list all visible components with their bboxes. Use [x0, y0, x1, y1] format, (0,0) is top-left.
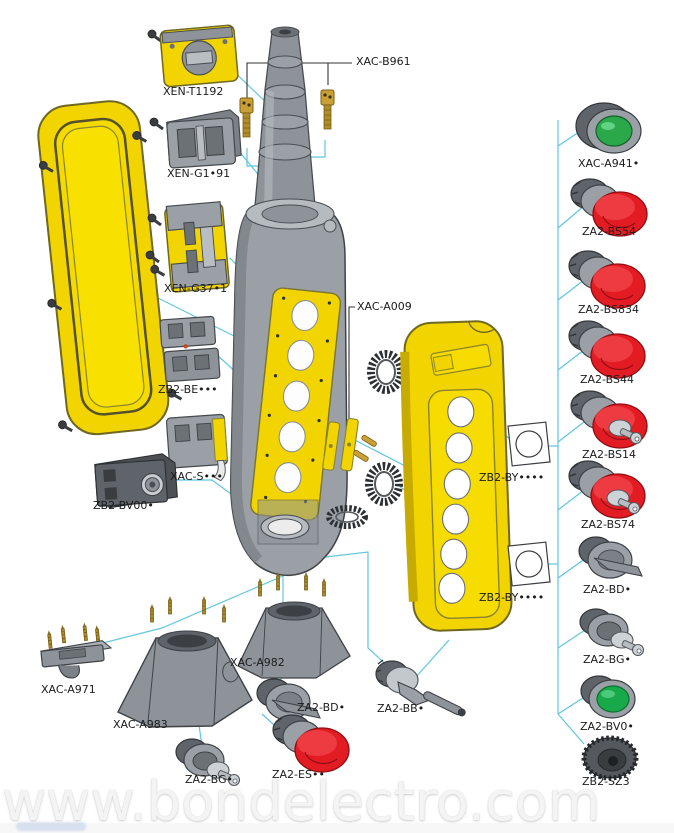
part-label-za2-bs14: ZA2-BS14	[582, 448, 636, 461]
part-label-zb2-by-bottom: ZB2-BY••••	[479, 591, 545, 604]
part-zb2-sz3	[581, 735, 639, 781]
part-zb2-be	[159, 315, 221, 383]
part-rear-cover	[37, 100, 183, 436]
part-xac-a982	[237, 571, 351, 679]
part-xac-a009-bars	[322, 417, 377, 472]
part-knurled-ring-mid	[365, 462, 403, 506]
part-label-za2-bg-right: ZA2-BG•	[583, 653, 632, 666]
part-label-xac-a982: XAC-A982	[230, 656, 285, 669]
part-label-za2-bg-bottom: ZA2-BG•	[185, 773, 234, 786]
part-label-za2-bd-bottom: ZA2-BD•	[297, 701, 346, 714]
part-label-xac-s: XAC-S•••	[170, 470, 223, 483]
part-za2-es	[272, 714, 350, 773]
part-label-xen-t1192: XEN-T1192	[163, 85, 224, 98]
part-label-xac-a971: XAC-A971	[41, 683, 96, 696]
part-label-za2-bd-right: ZA2-BD•	[583, 583, 632, 596]
part-za2-bs44	[568, 320, 646, 379]
part-xac-a971	[39, 621, 113, 679]
part-label-xac-a983: XAC-A983	[113, 718, 168, 731]
part-label-zb2-sz3: ZB2-SZ3	[582, 775, 630, 788]
part-front-cover	[400, 320, 513, 632]
callout-lines	[246, 62, 355, 420]
part-xen-g191	[148, 109, 242, 169]
part-legend-plate-bottom	[507, 541, 551, 587]
part-legend-plate-top	[507, 421, 551, 467]
part-label-za2-bs54: ZA2-BS54	[582, 225, 636, 238]
part-label-xac-a009: XAC-A009	[357, 300, 412, 313]
part-knurled-ring-top	[367, 350, 405, 394]
part-label-za2-bs834: ZA2-BS834	[578, 303, 639, 316]
part-xac-a983	[117, 595, 253, 728]
part-xac-a941	[575, 102, 642, 154]
part-zb2-bv00	[94, 453, 178, 509]
part-label-za2-bs44: ZA2-BS44	[580, 373, 634, 386]
part-pendant-body	[229, 26, 348, 576]
part-label-xen-g371: XEN-G37•1	[164, 282, 228, 295]
part-xen-t1192	[146, 24, 239, 88]
blue-smudge	[16, 822, 86, 831]
part-label-xac-b961: XAC-B961	[356, 55, 411, 68]
part-label-xac-a941: XAC-A941•	[578, 157, 640, 170]
part-label-zb2-be: ZB2-BE•••	[158, 383, 218, 396]
part-label-za2-es: ZA2-ES••	[272, 768, 325, 781]
bottom-strip	[0, 823, 674, 833]
part-za2-bv0	[580, 675, 636, 719]
part-za2-bs74	[568, 460, 646, 519]
part-label-zb2-by-top: ZB2-BY••••	[479, 471, 545, 484]
part-label-za2-bb: ZA2-BB•	[377, 702, 425, 715]
part-label-za2-bs74: ZA2-BS74	[581, 518, 635, 531]
part-label-za2-bv0: ZA2-BV0•	[580, 720, 634, 733]
part-za2-bb	[375, 659, 466, 717]
part-za2-bs14	[570, 390, 648, 449]
part-za2-bg-right	[580, 609, 644, 656]
part-label-xen-g191: XEN-G1•91	[167, 167, 231, 180]
part-xac-s	[165, 413, 228, 482]
part-za2-bd-right	[578, 536, 643, 579]
part-knurled-ring-flat	[326, 505, 368, 529]
part-za2-bs834	[568, 250, 646, 309]
part-label-zb2-bv00: ZB2-BV00•	[93, 499, 154, 512]
watermark: www.bondelectro.com	[2, 770, 601, 833]
part-xen-g371	[144, 201, 230, 293]
